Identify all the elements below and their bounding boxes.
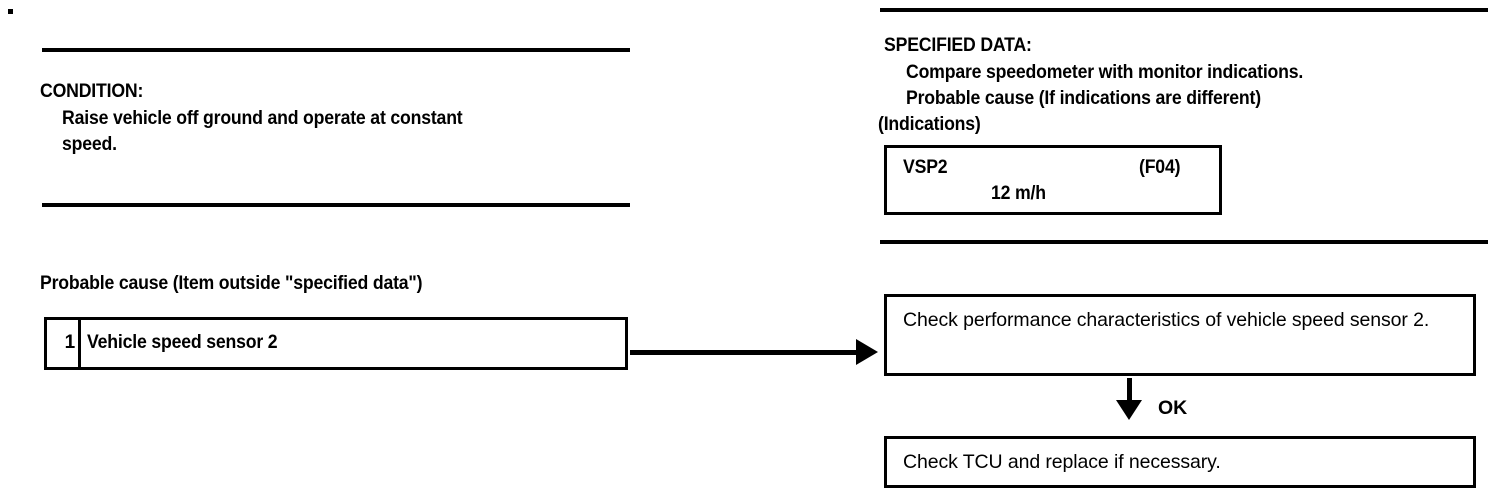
specified-data-heading: SPECIFIED DATA: [884, 35, 1032, 56]
monitor-signal-name: VSP2 [903, 157, 948, 178]
specified-data-top-rule [880, 8, 1488, 12]
flow-step-2: Check TCU and replace if necessary. [884, 436, 1476, 488]
condition-heading: CONDITION: [40, 81, 144, 102]
condition-line-1: Raise vehicle off ground and operate at … [62, 108, 463, 129]
flow-arrow-vertical-head [1116, 400, 1142, 420]
scan-speck-artifact [8, 9, 13, 14]
specified-data-line-1: Compare speedometer with monitor indicat… [906, 62, 1304, 83]
flow-connector-label-ok: OK [1158, 397, 1188, 419]
condition-top-rule [42, 48, 630, 52]
condition-line-2: speed. [62, 134, 117, 155]
indications-label: (Indications) [878, 114, 981, 135]
condition-bottom-rule [42, 203, 630, 207]
flow-arrow-horizontal-head [856, 339, 878, 365]
flow-arrow-horizontal-shaft [630, 350, 858, 355]
specified-data-line-2: Probable cause (If indications are diffe… [906, 88, 1261, 109]
table-row-number: 1 [64, 332, 76, 353]
probable-cause-heading: Probable cause (Item outside "specified … [40, 273, 423, 294]
flow-arrow-vertical-shaft [1127, 378, 1132, 404]
monitor-value: 12 m/h [991, 183, 1046, 204]
specified-data-bottom-rule [880, 240, 1488, 244]
flow-step-1-text: Check performance characteristics of veh… [903, 309, 1430, 331]
table-column-divider [78, 320, 81, 367]
flow-step-2-text: Check TCU and replace if necessary. [903, 451, 1221, 473]
probable-cause-table: 1 Vehicle speed sensor 2 [44, 317, 628, 370]
flow-step-1: Check performance characteristics of veh… [884, 294, 1476, 376]
monitor-indication-box: VSP2 (F04) 12 m/h [884, 145, 1222, 215]
table-row-item: Vehicle speed sensor 2 [87, 332, 278, 353]
monitor-code: (F04) [1139, 157, 1181, 178]
